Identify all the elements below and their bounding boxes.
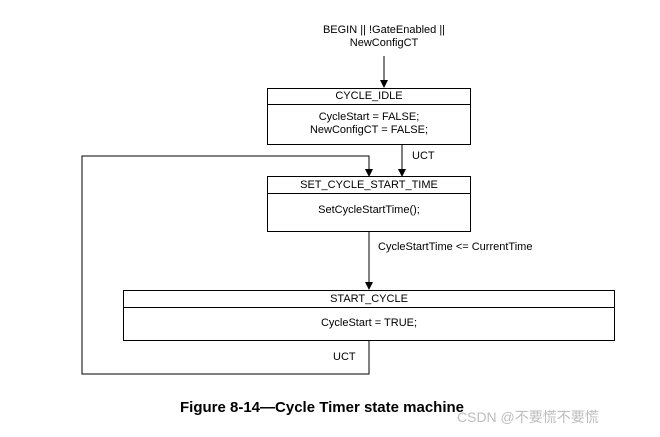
watermark-text: CSDN @不要慌不要慌 bbox=[457, 409, 599, 425]
state-cycle-idle-action-2: NewConfigCT = FALSE; bbox=[309, 124, 429, 136]
transition-label-start-loop: UCT bbox=[333, 351, 356, 363]
state-start-cycle-actions: CycleStart = TRUE; bbox=[124, 308, 614, 330]
entry-condition: BEGIN || !GateEnabled || NewConfigCT bbox=[304, 24, 464, 50]
state-start-cycle-action-1: CycleStart = TRUE; bbox=[320, 317, 418, 329]
start-loop-arrow bbox=[81, 155, 373, 375]
state-start-cycle-title: START_CYCLE bbox=[124, 291, 614, 308]
state-set-cycle-start-time-action-1: SetCycleStartTime(); bbox=[318, 204, 420, 216]
transition-label-idle-to-set: UCT bbox=[412, 150, 435, 162]
state-set-cycle-start-time: SET_CYCLE_START_TIME SetCycleStartTime()… bbox=[267, 176, 471, 232]
state-cycle-idle: CYCLE_IDLE CycleStart = FALSE; NewConfig… bbox=[267, 88, 471, 145]
state-cycle-idle-action-1: CycleStart = FALSE; bbox=[318, 111, 420, 123]
entry-condition-line-2: NewConfigCT bbox=[349, 37, 419, 49]
figure-caption: Figure 8-14—Cycle Timer state machine bbox=[180, 399, 465, 416]
state-cycle-idle-title: CYCLE_IDLE bbox=[268, 89, 470, 105]
state-set-cycle-start-time-title: SET_CYCLE_START_TIME bbox=[268, 177, 470, 194]
state-cycle-idle-actions: CycleStart = FALSE; NewConfigCT = FALSE; bbox=[268, 105, 470, 137]
entry-condition-line-1: BEGIN || !GateEnabled || bbox=[322, 24, 446, 36]
state-set-cycle-start-time-actions: SetCycleStartTime(); bbox=[268, 194, 470, 217]
transition-label-set-to-start: CycleStartTime <= CurrentTime bbox=[378, 241, 533, 253]
state-start-cycle: START_CYCLE CycleStart = TRUE; bbox=[123, 290, 615, 341]
